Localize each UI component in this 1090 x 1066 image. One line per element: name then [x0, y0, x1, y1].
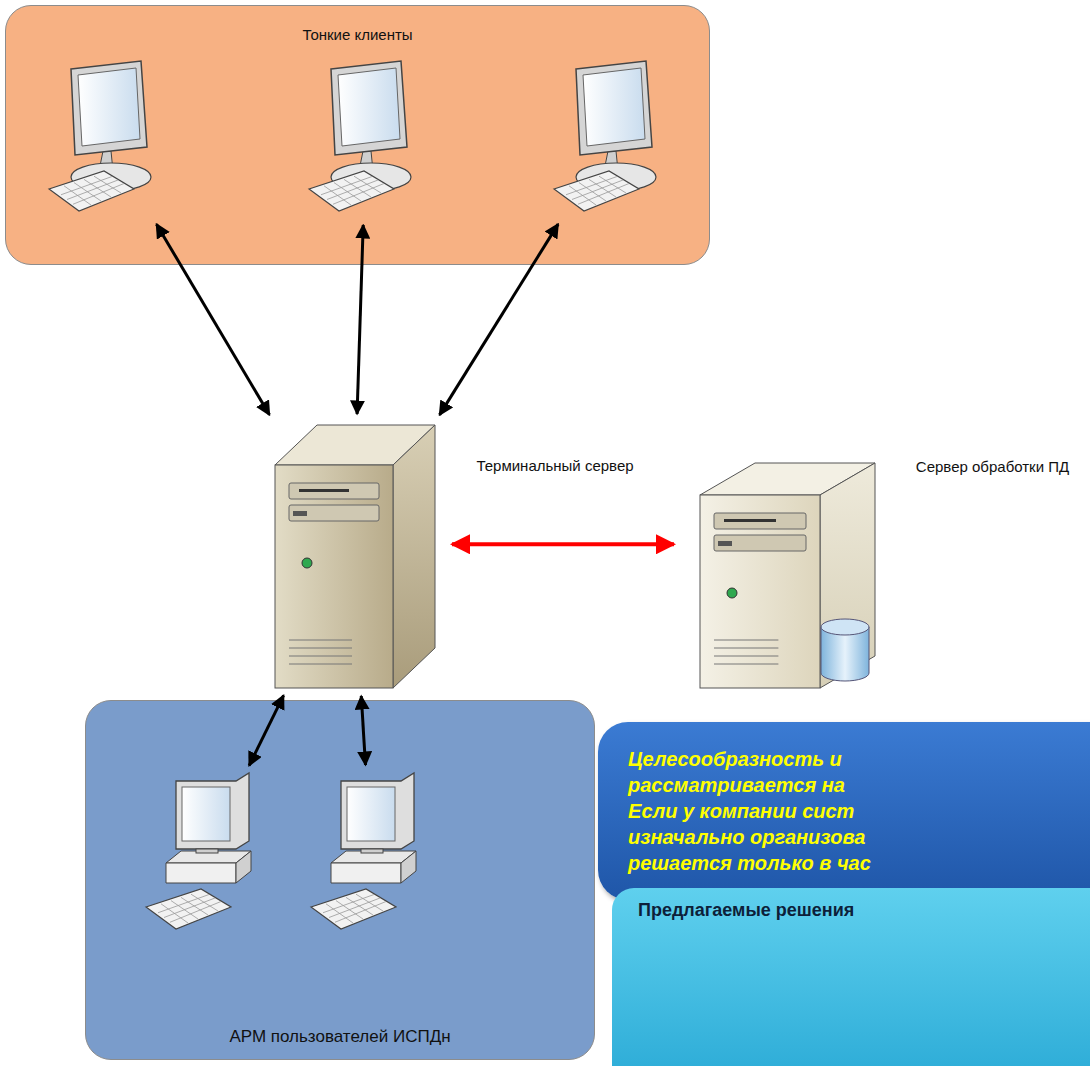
label-holder: Тонкие клиенты — [6, 26, 709, 43]
callout-box: Целесообразность и рассматривается на Ес… — [598, 722, 1090, 900]
callout-text: Целесообразность и рассматривается на Ес… — [628, 746, 888, 876]
workstation-icon — [306, 771, 436, 936]
terminal-server: Терминальный сервер — [265, 420, 440, 690]
thin-drawing — [41, 59, 171, 219]
thin-drawing — [546, 59, 676, 219]
arm-drawing — [141, 771, 271, 936]
tower-drawing — [265, 420, 440, 690]
label-holder: Сервер обработки ПД — [905, 457, 1080, 477]
callout-text: Предлагаемые решения — [638, 900, 1078, 921]
group-panel: АРМ пользователей ИСПДн — [85, 700, 595, 1060]
thin-client-icon — [41, 59, 171, 219]
callout-box: Предлагаемые решения — [612, 888, 1090, 1066]
thin-client-icon — [546, 59, 676, 219]
thin-drawing — [301, 59, 431, 219]
data-server: Сервер обработки ПД — [680, 455, 885, 690]
label-holder: Предлагаемые решения — [638, 900, 1078, 921]
node-label: Тонкие клиенты — [6, 26, 709, 43]
db-drawing — [680, 455, 885, 690]
connector-arrow — [357, 225, 363, 414]
connector-arrow — [156, 224, 269, 415]
arm-drawing — [306, 771, 436, 936]
node-label: Терминальный сервер — [460, 456, 650, 476]
label-holder: АРМ пользователей ИСПДн — [86, 1027, 594, 1047]
group-panel: Тонкие клиенты — [5, 5, 710, 265]
node-label: АРМ пользователей ИСПДн — [86, 1027, 594, 1047]
connector-arrow — [440, 224, 559, 415]
connector-arrow — [452, 542, 674, 546]
connector-arrow — [249, 695, 283, 765]
node-label: Сервер обработки ПД — [905, 457, 1080, 477]
thin-client-icon — [301, 59, 431, 219]
label-holder: Терминальный сервер — [460, 456, 650, 476]
label-holder: Целесообразность и рассматривается на Ес… — [628, 746, 888, 876]
connector-arrow — [361, 696, 365, 765]
workstation-icon — [141, 771, 271, 936]
